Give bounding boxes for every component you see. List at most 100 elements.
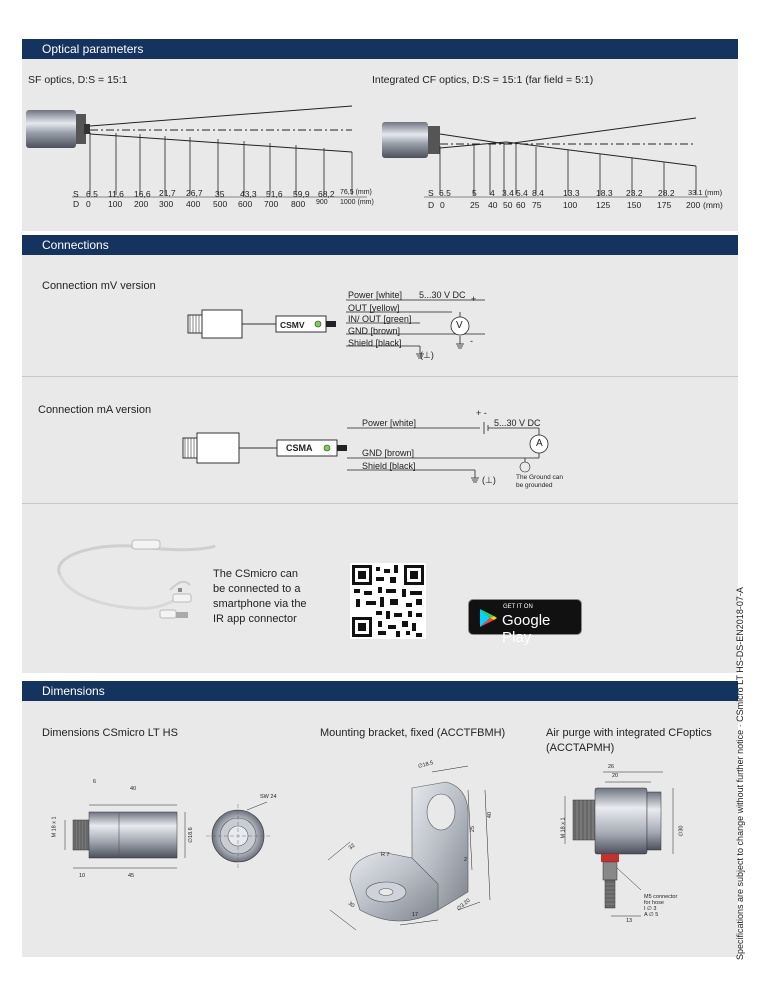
sf-s-value: 43,3 [240, 189, 257, 199]
divider [22, 503, 738, 504]
ma-gnd-label: GND [brown] [362, 448, 415, 458]
dim3-label: M 18 x 1 [560, 817, 567, 839]
sf-s-value: 26,7 [186, 188, 203, 198]
cf-s-value: 4 [490, 188, 495, 198]
dim2-label: R 7 [381, 852, 390, 858]
cf-s-value: 28.2 [658, 188, 675, 198]
sf-s-label: S [73, 189, 79, 199]
sf-s-value: 11,6 [108, 189, 124, 199]
sf-d-value: 200 [134, 199, 149, 209]
conn-ma-title: Connection mA version [38, 404, 152, 416]
cf-d-value: 60 [516, 200, 526, 210]
sf-s-value: 6.5 [86, 189, 98, 199]
air-purge-drawing [564, 771, 674, 917]
app-text-line3: smartphone via the [213, 598, 307, 610]
ma-voltage-label: 5...30 V DC [494, 418, 541, 428]
ir-app-connector-image [57, 539, 216, 619]
cf-s-value: 5.4 [516, 188, 528, 198]
mv-minus-label: - [470, 336, 473, 346]
qr-code[interactable] [350, 563, 426, 639]
mv-gnd-label: GND [brown] [348, 326, 401, 336]
mv-power-label: Power [white] [348, 290, 403, 300]
sf-optics-title: SF optics, D:S = 15:1 [28, 74, 128, 86]
dim1-label: 10 [79, 873, 86, 879]
dim3-label: 13 [626, 918, 633, 924]
dim3-label: 20 [612, 773, 619, 779]
app-text-line4: IR app connector [213, 613, 297, 625]
sf-d-value: 600 [238, 199, 253, 209]
cf-d-value: 75 [532, 200, 542, 210]
dims-title-3a: Air purge with integrated CFoptics [546, 727, 712, 739]
ma-ground-note-2: be grounded [516, 482, 553, 489]
dims-title-2: Mounting bracket, fixed (ACCTFBMH) [320, 727, 506, 739]
conn-mv-diagram [187, 299, 485, 359]
sf-optics-diagram [26, 105, 367, 198]
sf-d-value: 400 [186, 199, 201, 209]
sf-s-value: 21,7 [159, 188, 176, 198]
sf-d-value: 1000 (mm) [340, 199, 374, 206]
sf-d-value: 100 [108, 199, 123, 209]
dim2-label: 17 [412, 912, 419, 918]
cf-s-value: 6.5 [439, 188, 451, 198]
cf-d-value: 25 [470, 200, 480, 210]
mv-ground-symbol: (⊥) [420, 350, 434, 360]
sensor-head-image [382, 122, 428, 158]
app-text-line2: be connected to a [213, 583, 301, 595]
conn-mv-title: Connection mV version [42, 280, 156, 292]
cf-d-value: 100 [563, 200, 578, 210]
dim3-label: M5 connector [644, 894, 678, 900]
cf-s-value: 8.4 [532, 188, 544, 198]
cf-d-value: 150 [627, 200, 642, 210]
cf-s-value: 18.3 [596, 188, 613, 198]
dim1-label: SW 24 [260, 794, 277, 800]
ma-ground-symbol: (⊥) [482, 475, 496, 485]
dim1-label: 45 [128, 873, 135, 879]
sf-s-value: 16,6 [134, 189, 151, 199]
sf-d-value: 0 [86, 199, 91, 209]
ma-polarity-label: + - [476, 408, 487, 418]
sensor-head-image [26, 110, 76, 148]
ma-power-label: Power [white] [362, 418, 417, 428]
cf-optics-diagram [382, 117, 708, 198]
sf-d-value: 700 [264, 199, 279, 209]
optical-panel [22, 59, 738, 231]
sf-s-value: 68,2 [318, 189, 335, 199]
dim2-label: 2 [464, 857, 468, 863]
badge-big-text: Google Play [502, 612, 551, 646]
cf-optics-title: Integrated CF optics, D:S = 15:1 (far fi… [372, 74, 594, 86]
csmv-device-label: CSMV [280, 320, 305, 330]
mv-inout-label: IN/ OUT [green] [348, 314, 412, 324]
google-play-badge[interactable]: GET IT ON Google Play [468, 599, 582, 646]
ma-shield-label: Shield [black] [362, 461, 416, 471]
cf-d-unit: (mm) [703, 200, 723, 210]
cf-s-value: 33.1 (mm) [688, 188, 723, 197]
sf-s-value: 59,9 [293, 189, 310, 199]
cf-d-value: 200 [686, 200, 701, 210]
ammeter-symbol: A [536, 438, 543, 449]
sf-d-value: 900 [316, 199, 328, 206]
voltmeter-symbol: V [456, 320, 463, 331]
dim1-label: M 18 x 1 [51, 816, 58, 838]
dims-title-1: Dimensions CSmicro LT HS [42, 727, 178, 739]
sf-s-value: 51,6 [266, 189, 283, 199]
sf-s-value: 35 [215, 189, 225, 199]
section-header-optical: Optical parameters [22, 39, 738, 59]
dim2-label: 40 [487, 811, 494, 819]
cf-d-value: 125 [596, 200, 611, 210]
cf-s-value: 23.2 [626, 188, 643, 198]
cf-s-value: 13.3 [563, 188, 580, 198]
dim3-label: 26 [608, 764, 615, 770]
ma-ground-note-1: The Ground can [516, 474, 563, 481]
badge-small-text: GET IT ON [503, 604, 533, 610]
dim1-label: 40 [130, 786, 137, 792]
section-header-dimensions: Dimensions [22, 681, 738, 701]
cf-s-value: 5 [472, 188, 477, 198]
sf-d-label: D [73, 199, 80, 209]
mv-plus-label: + [471, 294, 477, 304]
dim1-label: 6 [93, 779, 97, 785]
dim3-label: A ∅ 5 [644, 912, 659, 918]
csma-device-label: CSMA [286, 443, 313, 453]
cf-d-value: 0 [440, 200, 445, 210]
mv-voltage-label: 5...30 V DC [419, 290, 466, 300]
dim3-label: ∅30 [678, 825, 685, 837]
